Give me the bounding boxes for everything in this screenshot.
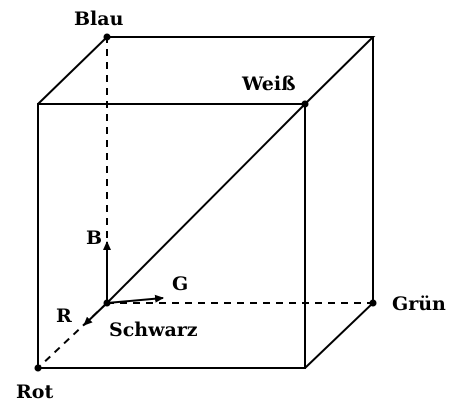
label-white: Weiß [241, 73, 296, 95]
corner-dot-white [301, 100, 309, 108]
axis-r-arrow [83, 302, 108, 326]
axis-g-arrow [106, 294, 164, 304]
label-axis-b: B [86, 227, 102, 249]
corner-dot-black [103, 299, 111, 307]
label-axis-r: R [56, 305, 72, 327]
label-axis-g: G [172, 273, 188, 295]
label-black: Schwarz [109, 319, 198, 341]
cube-right-face-edges [304, 37, 374, 369]
corner-dot-red [34, 364, 42, 372]
cube-top-face-edges [37, 36, 376, 105]
label-blue: Blau [74, 8, 124, 30]
gray-diagonal [106, 103, 306, 304]
label-green: Grün [392, 293, 446, 315]
label-red: Rot [16, 381, 53, 403]
corner-dot-blue [103, 33, 111, 41]
corner-dot-green [369, 299, 377, 307]
